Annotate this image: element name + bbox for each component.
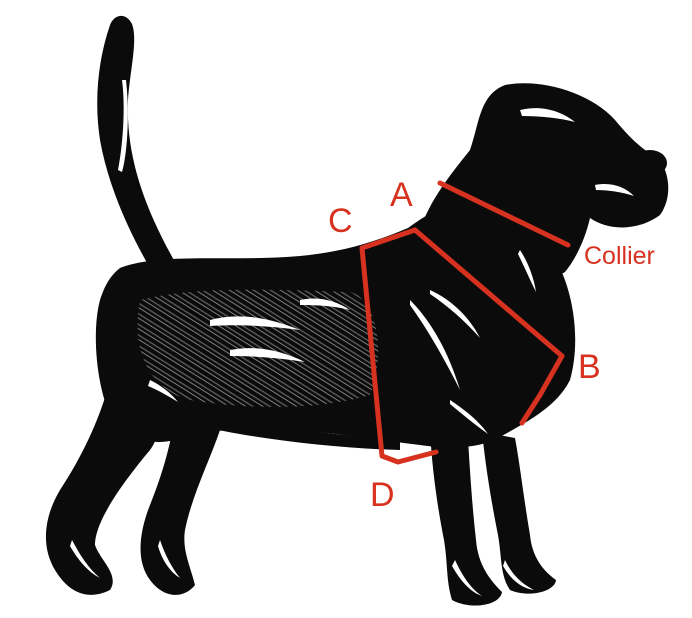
dog-front-leg-right: [482, 432, 556, 594]
dog-nose: [633, 150, 667, 176]
label-b: B: [578, 348, 601, 386]
label-d: D: [370, 476, 395, 514]
label-a: A: [390, 176, 413, 214]
label-collier: Collier: [584, 242, 655, 270]
dog-hind-leg-outer: [46, 380, 159, 595]
label-c: C: [328, 202, 353, 240]
dog-silhouette-icon: [46, 16, 668, 606]
dog-tail: [97, 16, 175, 268]
